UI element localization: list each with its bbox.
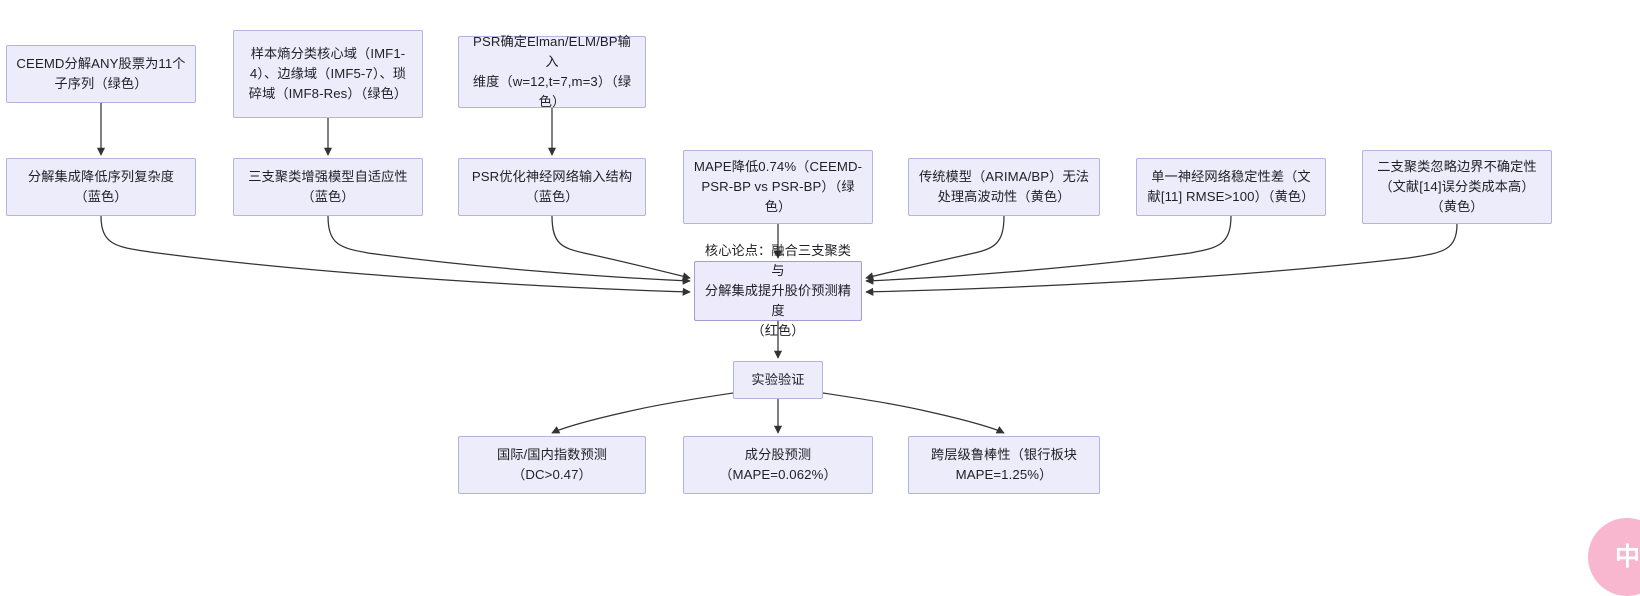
- node-sample-entropy-classification[interactable]: 样本熵分类核心域（IMF1- 4）、边缘域（IMF5-7）、琐 碎域（IMF8-…: [233, 30, 423, 118]
- node-mape-reduction[interactable]: MAPE降低0.74%（CEEMD- PSR-BP vs PSR-BP）（绿 色…: [683, 150, 873, 224]
- node-label: 样本熵分类核心域（IMF1- 4）、边缘域（IMF5-7）、琐 碎域（IMF8-…: [248, 45, 408, 102]
- node-decomposition-reduces-complexity[interactable]: 分解集成降低序列复杂度 （蓝色）: [6, 158, 196, 216]
- edge-s3-core: [551, 215, 691, 281]
- watermark-badge: 中: [1588, 518, 1640, 596]
- node-label: 三支聚类增强模型自适应性 （蓝色）: [248, 168, 408, 204]
- node-label: CEEMD分解ANY股票为11个 子序列（绿色）: [16, 55, 186, 91]
- node-label: 传统模型（ARIMA/BP）无法 处理高波动性（黄色）: [918, 168, 1090, 204]
- node-label: 核心论点：融合三支聚类与 分解集成提升股价预测精度 （红色）: [704, 242, 852, 339]
- node-index-prediction-result[interactable]: 国际/国内指数预测 （DC>0.47）: [458, 436, 646, 494]
- node-core-claim[interactable]: 核心论点：融合三支聚类与 分解集成提升股价预测精度 （红色）: [694, 243, 862, 338]
- node-single-network-instability[interactable]: 单一神经网络稳定性差（文 献[11] RMSE>100）（黄色）: [1136, 158, 1326, 216]
- node-label: 跨层级鲁棒性（银行板块 MAPE=1.25%）: [930, 446, 1078, 482]
- node-experimental-validation[interactable]: 实验验证: [733, 361, 823, 399]
- node-label: 实验验证: [751, 371, 805, 387]
- edge-s7-core: [865, 223, 1458, 296]
- node-label: PSR确定Elman/ELM/BP输入 维度（w=12,t=7,m=3）（绿 色…: [472, 33, 632, 110]
- node-constituent-stock-result[interactable]: 成分股预测 （MAPE=0.062%）: [683, 436, 873, 494]
- node-psr-input-dimension[interactable]: PSR确定Elman/ELM/BP输入 维度（w=12,t=7,m=3）（绿 色…: [458, 34, 646, 109]
- edge-s2-core: [327, 215, 691, 285]
- node-psr-optimizes-network-input[interactable]: PSR优化神经网络输入结构 （蓝色）: [458, 158, 646, 216]
- edge-s5-core: [865, 215, 1005, 281]
- node-traditional-models-limitation[interactable]: 传统模型（ARIMA/BP）无法 处理高波动性（黄色）: [908, 158, 1100, 216]
- node-label: 成分股预测 （MAPE=0.062%）: [719, 446, 837, 482]
- node-label: 二支聚类忽略边界不确定性 （文献[14]误分类成本高） （黄色）: [1377, 158, 1537, 215]
- watermark-text: 中: [1614, 542, 1640, 571]
- node-label: 单一神经网络稳定性差（文 献[11] RMSE>100）（黄色）: [1147, 168, 1315, 204]
- node-two-way-clustering-boundary[interactable]: 二支聚类忽略边界不确定性 （文献[14]误分类成本高） （黄色）: [1362, 150, 1552, 224]
- node-cross-level-robustness-result[interactable]: 跨层级鲁棒性（银行板块 MAPE=1.25%）: [908, 436, 1100, 494]
- node-three-way-clustering-adaptivity[interactable]: 三支聚类增强模型自适应性 （蓝色）: [233, 158, 423, 216]
- node-label: 国际/国内指数预测 （DC>0.47）: [496, 446, 608, 482]
- edge-s6-core: [865, 215, 1232, 285]
- flowchart-canvas: CEEMD分解ANY股票为11个 子序列（绿色） 样本熵分类核心域（IMF1- …: [6, 30, 1640, 596]
- node-label: MAPE降低0.74%（CEEMD- PSR-BP vs PSR-BP）（绿 色…: [693, 158, 863, 215]
- edge-exp-r1: [551, 392, 734, 434]
- edge-s1-core: [100, 215, 691, 296]
- node-label: PSR优化神经网络输入结构 （蓝色）: [471, 168, 633, 204]
- node-label: 分解集成降低序列复杂度 （蓝色）: [27, 168, 175, 204]
- node-ceemd-decomposition[interactable]: CEEMD分解ANY股票为11个 子序列（绿色）: [6, 45, 196, 103]
- edge-exp-r3: [822, 392, 1005, 434]
